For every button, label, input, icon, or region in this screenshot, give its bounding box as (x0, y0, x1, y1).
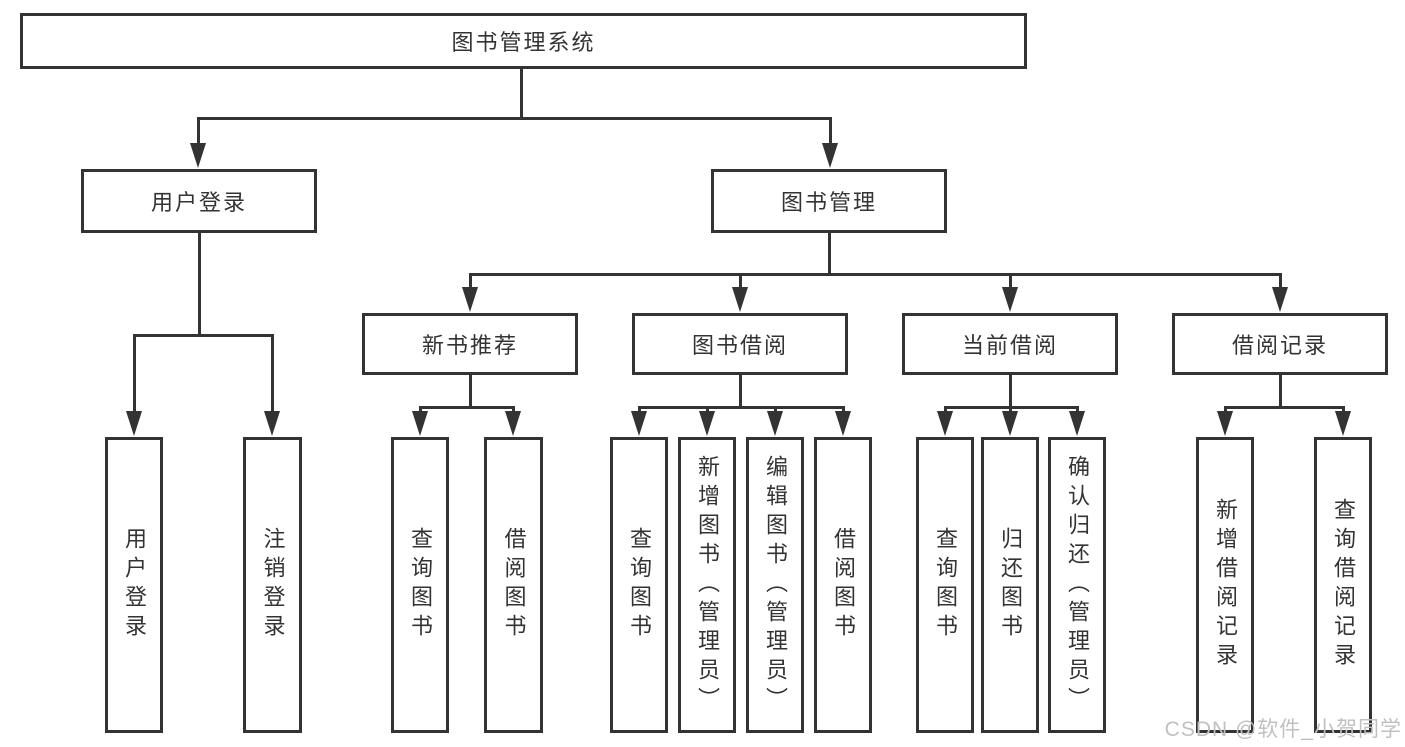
arrowhead-down-icon (1069, 411, 1085, 436)
node-label-leaf-bw-add-book: 新增图书（管理员） (695, 454, 720, 716)
connector-stem-book-mgmt (827, 233, 831, 276)
connector-drop-current-borrow (1075, 406, 1079, 413)
node-leaf-cur-confirm-return: 确认归还（管理员） (1048, 437, 1106, 733)
node-leaf-rec-query-record: 查询借阅记录 (1314, 437, 1372, 733)
node-current-borrow: 当前借阅 (902, 313, 1118, 375)
arrowhead-down-icon (835, 411, 851, 436)
node-label-leaf-cur-return-book: 归还图书 (998, 527, 1023, 643)
connector-stem-borrow-records (1278, 375, 1282, 409)
node-label-book-mgmt: 图书管理 (780, 190, 877, 215)
arrowhead-down-icon (412, 411, 428, 436)
node-leaf-cur-query-book: 查询图书 (916, 437, 974, 733)
node-label-leaf-bw-query-book: 查询图书 (627, 527, 652, 643)
node-label-leaf-bw-edit-book: 编辑图书（管理员） (763, 454, 788, 716)
node-label-leaf-rec-add-record: 新增借阅记录 (1213, 498, 1238, 672)
node-leaf-rec-add-record: 新增借阅记录 (1196, 437, 1254, 733)
node-leaf-user-login: 用户登录 (105, 437, 163, 733)
node-label-new-book-recommend: 新书推荐 (421, 333, 518, 358)
node-label-leaf-bw-borrow-book: 借阅图书 (831, 527, 856, 643)
arrowhead-down-icon (732, 287, 748, 312)
node-leaf-bw-edit-book: 编辑图书（管理员） (746, 437, 804, 733)
node-leaf-logout: 注销登录 (243, 437, 302, 733)
node-book-borrow: 图书借阅 (632, 313, 848, 375)
connector-stem-current-borrow (1008, 375, 1012, 409)
connector-rail-book-mgmt (468, 273, 1282, 276)
arrowhead-down-icon (1272, 287, 1288, 312)
arrowhead-down-icon (1002, 287, 1018, 312)
connector-rail-borrow-records (1223, 406, 1345, 409)
arrowhead-down-icon (505, 411, 521, 436)
arrowhead-down-icon (1217, 411, 1233, 436)
connector-drop-book-borrow (773, 406, 777, 413)
node-label-user-login: 用户登录 (150, 190, 247, 215)
arrowhead-down-icon (699, 411, 715, 436)
connector-drop-new-book-recommend (511, 406, 515, 413)
connector-drop-borrow-records (1223, 406, 1227, 413)
node-new-book-recommend: 新书推荐 (362, 313, 578, 375)
arrowhead-down-icon (190, 143, 206, 168)
connector-drop-book-borrow (637, 406, 641, 413)
node-label-leaf-rec-query-record: 查询借阅记录 (1331, 498, 1356, 672)
connector-rail-new-book-recommend (418, 406, 515, 409)
connector-drop-book-borrow (705, 406, 709, 413)
watermark: CSDN @软件_小贺同学 (1164, 718, 1402, 741)
node-label-book-borrow: 图书借阅 (691, 333, 788, 358)
node-leaf-bw-query-book: 查询图书 (610, 437, 668, 733)
arrowhead-down-icon (822, 143, 838, 168)
node-label-borrow-records: 借阅记录 (1231, 333, 1328, 358)
connector-drop-book-borrow (841, 406, 845, 413)
node-leaf-cur-return-book: 归还图书 (981, 437, 1039, 733)
connector-rail-book-borrow (637, 406, 845, 409)
connector-drop-root (196, 117, 200, 145)
connector-drop-book-mgmt (738, 273, 742, 289)
arrowhead-down-icon (631, 411, 647, 436)
arrowhead-down-icon (1002, 411, 1018, 436)
connector-drop-current-borrow (1008, 406, 1012, 413)
arrowhead-down-icon (767, 411, 783, 436)
connector-stem-new-book-recommend (468, 375, 472, 409)
node-leaf-nb-query-book: 查询图书 (391, 437, 449, 733)
connector-drop-book-mgmt (1278, 273, 1282, 289)
connector-rail-root (196, 117, 832, 120)
node-book-mgmt: 图书管理 (711, 169, 947, 233)
node-leaf-nb-borrow-book: 借阅图书 (484, 437, 543, 733)
node-root: 图书管理系统 (20, 13, 1027, 69)
connector-stem-book-borrow (738, 375, 742, 409)
node-leaf-bw-add-book: 新增图书（管理员） (678, 437, 736, 733)
connector-rail-user-login (132, 334, 274, 337)
connector-drop-book-mgmt (1008, 273, 1012, 289)
connector-stem-user-login (197, 233, 201, 337)
node-leaf-bw-borrow-book: 借阅图书 (814, 437, 872, 733)
node-label-leaf-cur-confirm-return: 确认归还（管理员） (1065, 454, 1090, 716)
arrowhead-down-icon (126, 411, 142, 436)
node-label-leaf-nb-borrow-book: 借阅图书 (501, 527, 527, 643)
connector-drop-borrow-records (1341, 406, 1345, 413)
node-label-leaf-user-login: 用户登录 (122, 527, 147, 643)
arrowhead-down-icon (264, 411, 280, 436)
node-label-leaf-logout: 注销登录 (260, 527, 286, 643)
connector-drop-current-borrow (943, 406, 947, 413)
node-label-current-borrow: 当前借阅 (961, 333, 1058, 358)
connector-drop-user-login (270, 334, 274, 413)
node-label-root: 图书管理系统 (451, 30, 596, 55)
connector-drop-book-mgmt (468, 273, 472, 289)
node-borrow-records: 借阅记录 (1172, 313, 1388, 375)
connector-drop-root (828, 117, 832, 145)
arrowhead-down-icon (462, 287, 478, 312)
node-user-login: 用户登录 (81, 169, 317, 233)
connector-stem-root (519, 69, 523, 120)
arrowhead-down-icon (937, 411, 953, 436)
node-label-leaf-nb-query-book: 查询图书 (408, 527, 433, 643)
arrowhead-down-icon (1335, 411, 1351, 436)
connector-drop-user-login (132, 334, 136, 413)
node-label-leaf-cur-query-book: 查询图书 (933, 527, 958, 643)
connector-drop-new-book-recommend (418, 406, 422, 413)
